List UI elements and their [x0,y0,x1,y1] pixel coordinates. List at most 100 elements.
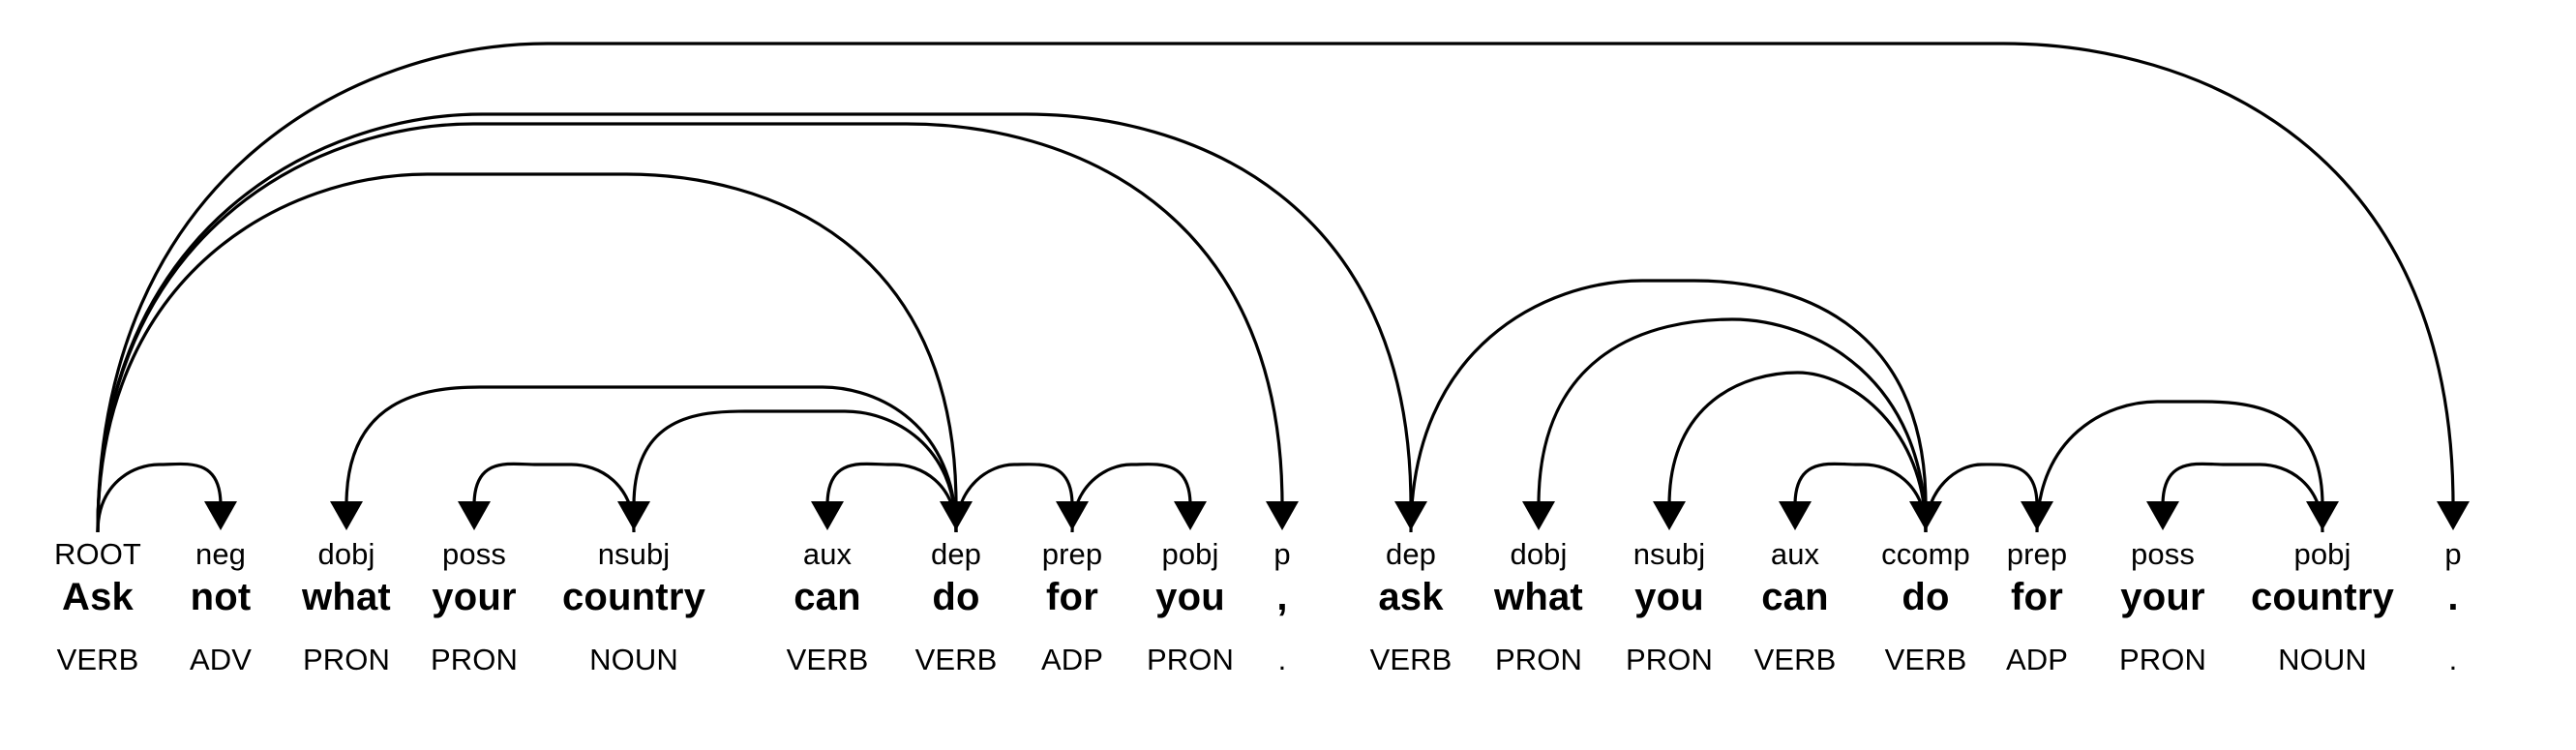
arrowhead-pobj-17 [2306,501,2339,530]
pos-tag: . [2448,643,2458,676]
word-text: you [1155,576,1225,618]
pos-tag: . [1277,643,1287,676]
pos-tag: ADV [189,643,253,676]
arc-dobj-14-11[interactable] [1537,317,1928,533]
pos-tag: ADP [1040,643,1104,676]
arc-aux-14-13[interactable] [1793,462,1928,533]
dep-label: neg [195,537,247,571]
arc-ccomp-10-14[interactable] [1409,279,1928,533]
word-text: Ask [62,576,134,618]
pos-tag: VERB [56,643,139,676]
arrowhead-p-18 [2437,501,2470,530]
arc-group [96,42,2470,533]
word-text: do [1902,576,1950,618]
pos-tag: VERB [914,643,998,676]
word-text: what [1494,576,1583,618]
word-text: can [1761,576,1829,618]
word-text: your [432,576,517,618]
dep-label: nsubj [597,537,671,571]
arc-poss-17-16[interactable] [2161,462,2324,533]
dep-label: nsubj [1632,537,1706,571]
dep-label: dobj [1510,537,1568,571]
dep-label: p [2444,537,2462,571]
word-text: . [2447,576,2459,618]
arrowhead-neg-1 [204,501,237,530]
pos-tag: PRON [2119,643,2206,676]
token-9[interactable]: p,. [1273,536,1290,679]
dep-label: prep [1041,537,1103,571]
arc-dobj-6-2[interactable] [344,385,958,533]
arc-aux-6-5[interactable] [825,462,958,533]
pos-tag: PRON [431,643,518,676]
pos-tag: NOUN [589,643,678,676]
arc-nsubj-6-4[interactable] [632,409,958,533]
arrowhead-nsubj-12 [1653,501,1686,530]
dep-label: poss [442,537,506,571]
pos-tag: VERB [1753,643,1837,676]
arc-poss-4-3[interactable] [472,462,636,533]
arc-prep-6-7[interactable] [954,463,1074,533]
dep-label: dep [1385,537,1437,571]
arrowhead-p-9 [1266,501,1299,530]
arrowhead-nsubj-4 [617,501,650,530]
word-text: do [932,576,980,618]
pos-tag: VERB [1884,643,1967,676]
dep-label: pobj [1161,537,1219,571]
word-text: you [1634,576,1704,618]
pos-tag: PRON [1626,643,1713,676]
dep-label: ROOT [54,537,141,571]
arc-neg-0-1[interactable] [96,462,223,533]
arc-dep-0-10[interactable] [96,112,1413,533]
arrowhead-dobj-2 [330,501,363,530]
arrowhead-poss-16 [2146,501,2179,530]
pos-tag: PRON [1495,643,1582,676]
dep-label: dep [930,537,982,571]
word-text: not [190,576,252,618]
dep-label: aux [1770,537,1820,571]
arc-p-0-18[interactable] [96,42,2455,533]
arc-p-0-9[interactable] [96,122,1284,533]
word-text: for [2011,576,2063,618]
dep-label: prep [2006,537,2068,571]
arrowhead-pobj-8 [1174,501,1207,530]
word-text: country [561,576,706,618]
arc-pobj-7-8[interactable] [1070,463,1192,533]
word-text: what [302,576,391,618]
word-text: can [794,576,861,618]
dep-label: p [1273,537,1291,571]
arrowhead-aux-13 [1779,501,1812,530]
pos-tag: VERB [1369,643,1453,676]
arrowhead-dobj-11 [1522,501,1555,530]
pos-tag: PRON [303,643,390,676]
word-text: for [1046,576,1098,618]
arc-prep-14-15[interactable] [1924,463,2039,533]
arc-pobj-15-17[interactable] [2035,400,2324,533]
pos-tag: VERB [786,643,869,676]
dep-label: ccomp [1881,537,1970,571]
arc-nsubj-14-12[interactable] [1667,371,1928,533]
dep-label: pobj [2293,537,2351,571]
word-text: , [1276,576,1288,618]
arc-dep-0-6[interactable] [96,172,958,533]
token-18[interactable]: p.. [2444,536,2461,679]
